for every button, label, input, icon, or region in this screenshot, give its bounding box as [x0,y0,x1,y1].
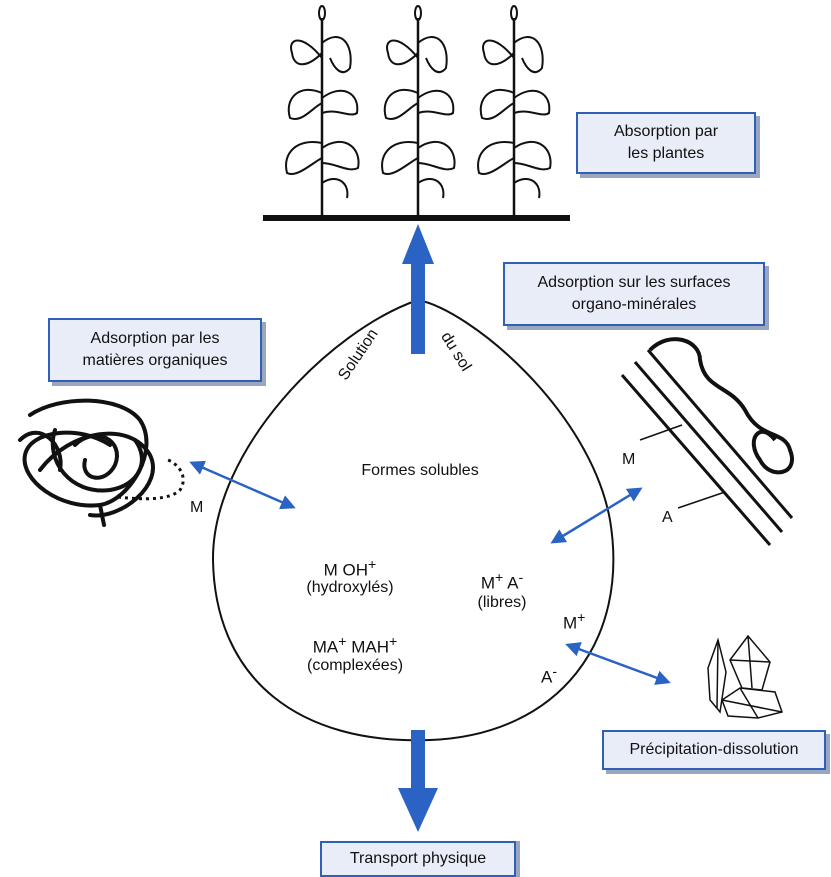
organic-m-label: M [190,499,204,516]
box-absorption-plants-line1: Absorption par [613,123,719,140]
soil-solution-drop [211,298,615,742]
free-ions-name: (libres) [477,594,527,611]
hydroxyl-name: (hydroxylés) [306,579,394,596]
box-precipitation: Précipitation-dissolution [602,730,826,770]
precip-m-charge: + [577,610,586,626]
precip-a-label: A- [541,662,557,688]
surface-a-label: A [662,509,673,526]
precip-a-text: A [541,667,553,687]
box-transport: Transport physique [320,841,516,877]
free-ions-formula: M+ A- [452,568,552,594]
box-absorption-plants: Absorption par les plantes [576,112,756,174]
free-ion-m-charge: + [495,570,504,586]
uptake-arrow [402,224,434,354]
hydroxyl-formula-text: M OH [323,560,369,580]
free-ion-a-charge: - [518,570,524,586]
hydroxyl-formula: M OH+ [290,555,410,581]
complex-charge-b: + [389,634,398,650]
box-adsorption-surfaces-line2: organo-minérales [571,296,697,313]
complex-charge-a: + [338,634,347,650]
precip-a-charge: - [552,664,558,680]
organic-exchange-arrow [189,460,296,510]
box-precipitation-label: Précipitation-dissolution [629,741,799,758]
box-adsorption-surfaces-line1: Adsorption sur les surfaces [537,274,731,291]
hydroxyl-charge: + [368,557,377,573]
corn-plant-icon [284,4,552,220]
organic-bond-dots [117,458,185,501]
free-ion-m: M [480,573,496,593]
box-adsorption-surfaces: Adsorption sur les surfaces organo-minér… [503,262,765,326]
box-adsorption-organic-line1: Adsorption par les [90,330,220,347]
surface-exchange-arrow [550,487,643,544]
precip-m-label: M+ [563,608,585,634]
precip-m-text: M [563,613,578,633]
crystals-icon [707,634,783,719]
transport-arrow [398,730,438,832]
complex-name: (complexées) [306,657,404,674]
box-absorption-plants-line2: les plantes [627,145,705,162]
precipitation-exchange-arrow [565,642,671,685]
surface-m-label: M [622,451,636,468]
drop-title: Formes solubles [361,462,479,479]
box-transport-label: Transport physique [349,850,487,867]
complex-formula: MA+ MAH+ [280,632,430,658]
organic-matter-tangle-icon [18,398,155,527]
free-ion-a: A [507,573,519,593]
complex-formula-b: MAH [351,637,389,657]
clay-mineral-icon [620,337,794,546]
box-adsorption-organic: Adsorption par les matières organiques [48,318,262,382]
complex-formula-a: MA [312,637,339,657]
box-adsorption-organic-line2: matières organiques [82,352,228,369]
